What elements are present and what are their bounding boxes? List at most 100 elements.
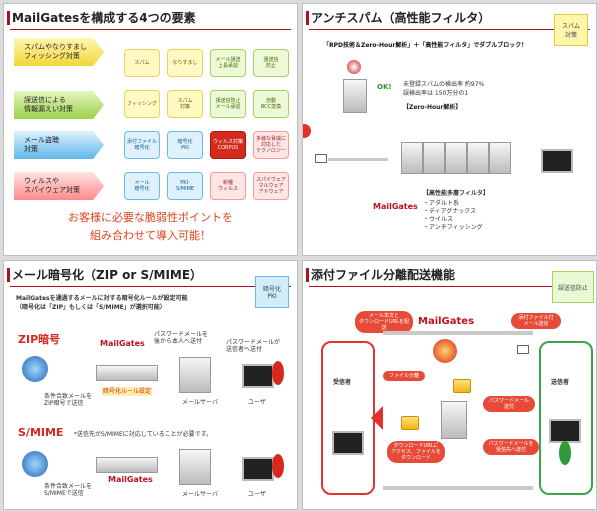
mail-server-icon	[179, 357, 211, 393]
flow-arrow	[328, 158, 388, 161]
folder-icon	[401, 416, 419, 430]
row-label-virus: ウィルスやスパイウェア対策	[14, 172, 104, 200]
panel-title: MailGatesを構成する4つの要素	[7, 8, 289, 28]
gateway-appliance	[96, 365, 158, 381]
download-arrow	[371, 406, 383, 430]
row-label-spam: スパムやなりすましフィッシング対策	[14, 38, 104, 66]
pc-icon	[541, 149, 573, 173]
user-label: ユーザ	[248, 491, 266, 498]
receiver-label: 受信者	[333, 379, 352, 386]
cell-smime: PKI-S/MIME	[167, 172, 203, 200]
user-label: ユーザ	[248, 399, 266, 406]
filter-item-1: ・アダルト系	[423, 200, 460, 207]
prev-slide-button[interactable]	[303, 124, 311, 138]
note-line-1: お客様に必要な脆弱性ポイントを	[68, 211, 233, 224]
desc-line-2: （暗号化は「ZIP」もしくは「S/MIME」が選択可能）	[16, 304, 166, 311]
title-divider	[10, 29, 291, 30]
gateway-appliance	[96, 457, 158, 473]
sender-label: 送信者	[551, 379, 570, 386]
filter-server-2	[423, 142, 445, 174]
filter-server-5	[489, 142, 511, 174]
globe-icon	[22, 451, 48, 477]
gateway-server-icon	[441, 401, 467, 439]
flow-arrow	[383, 486, 533, 490]
rate-line-1: 未登録スパムの検出率 約97%	[403, 81, 485, 88]
mailgates-logo: MailGates	[108, 475, 153, 484]
ok-label: OK!	[377, 83, 392, 91]
note-line-2: 組み合わせて導入可能！	[90, 229, 211, 242]
title-divider	[309, 286, 590, 287]
smime-note: *送信先がS/MIMEに対応していることが必要です。	[74, 431, 212, 438]
step-2: ファイル分離	[383, 371, 425, 381]
rule-label: 暗号化ルール設定	[102, 387, 153, 396]
cell-spam-measure: スパム対策	[167, 90, 203, 118]
mailgates-logo: MailGates	[100, 339, 145, 348]
cell-threat-tech: 多様な脅威に対応したテクノロジー	[253, 131, 289, 159]
cell-mail-encrypt: メール暗号化	[124, 172, 160, 200]
mail-server-label: メールサーバ	[182, 399, 218, 406]
title-divider	[10, 286, 291, 287]
cell-approval: メール誤送上長承認	[210, 49, 246, 77]
password-mail-label: パスワードメールを後から本人へ送付	[154, 331, 209, 345]
panel-components: MailGatesを構成する4つの要素 スパムやなりすましフィッシング対策 誤送…	[3, 3, 298, 256]
zip-label: ZIP暗号	[18, 333, 61, 346]
badge-spam: スパム対策	[554, 14, 588, 46]
cell-phishing: フィッシング	[124, 90, 160, 118]
fire-icon	[347, 60, 361, 74]
cell-misdelivery: 誤送信防止	[253, 49, 289, 77]
filter-server-1	[401, 142, 423, 174]
desc-line-1: MailGatesを通過するメールに対する暗号化ルールが設定可能	[16, 295, 188, 302]
cell-spoof: なりすまし	[167, 49, 203, 77]
folder-icon	[453, 379, 471, 393]
row-label-eavesdrop: メール盗聴対策	[14, 131, 104, 159]
mail-server-icon	[179, 449, 211, 485]
sender-user-icon	[559, 441, 571, 465]
fire-icon	[433, 339, 457, 363]
panel-separate-delivery: 添付ファイル分離配送機能 誤送信防止 受信者 送信者 MailGates 添付フ…	[302, 260, 597, 510]
headline: 「RPD技術＆Zero-Hour解析」＋「高性能フィルタ」でダブルブロック！	[323, 42, 528, 49]
badge-misdelivery: 誤送信防止	[552, 271, 594, 303]
panel-title: 添付ファイル分離配送機能	[306, 265, 588, 285]
step-4: パスワードメール送付	[483, 396, 535, 412]
zero-hour-label: 【Zero-Hour解析】	[403, 104, 462, 111]
cell-attach-encrypt: 添付ファイル暗号化	[124, 131, 160, 159]
receiver-box	[321, 341, 375, 495]
cell-spam: スパム	[124, 49, 160, 77]
mail-icon	[315, 154, 327, 163]
mail-server-label: メールサーバ	[182, 491, 218, 498]
filter-item-2: ・ディアグナックス	[423, 208, 477, 215]
cell-spyware: スパイウェアマルウェアアドウェア	[253, 172, 289, 200]
panel-title: アンチスパム（高性能フィルタ）	[306, 8, 588, 28]
sender-box	[539, 341, 593, 495]
globe-icon	[22, 356, 48, 382]
step-6: ダウンロードURLにアクセス、ファイルをダウンロード	[387, 441, 445, 463]
panel-antispam: アンチスパム（高性能フィルタ） スパム対策 「RPD技術＆Zero-Hour解析…	[302, 3, 597, 256]
title-divider	[309, 29, 590, 30]
row-label-leak: 誤送信による情報漏えい対策	[14, 91, 104, 119]
password-send-label: パスワードメールが送信者へ送付	[226, 339, 281, 353]
sender-pc-icon	[549, 419, 581, 443]
step-5: パスワードメールを受信先へ送付	[483, 439, 539, 455]
user-icon	[272, 454, 284, 478]
user-icon	[272, 361, 284, 385]
cell-new-virus: 新種ウィルス	[210, 172, 246, 200]
mail-icon	[517, 345, 529, 354]
panel-title: メール暗号化（ZIP or S/MIME）	[7, 265, 289, 285]
filter-label: 【高性能多層フィルタ】	[423, 190, 489, 197]
receiver-pc-icon	[332, 431, 364, 455]
step-3: メール本文とダウンロードURLを配送	[355, 311, 413, 333]
mailgates-logo: MailGates	[418, 316, 475, 327]
filter-item-3: ・ウイルス	[423, 216, 454, 223]
user-pc-icon	[242, 457, 274, 481]
filter-item-4: ・アンチフィッシング	[423, 224, 483, 231]
cell-mail-approval: 誤送信防止メール承認	[210, 90, 246, 118]
user-pc-icon	[242, 364, 274, 388]
